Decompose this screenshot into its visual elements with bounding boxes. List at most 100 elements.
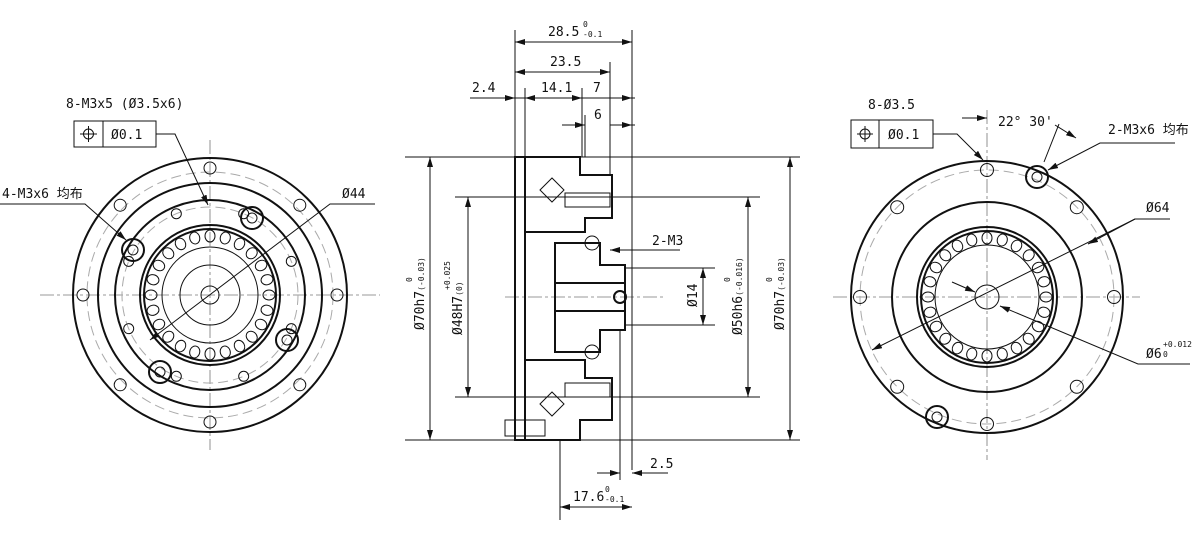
rear-view: 8-Ø3.5 Ø0.1 22° 30' 2-M3x6 均布 Ø64 Ø6 +0.…	[833, 98, 1192, 460]
bearing-ball	[921, 291, 935, 303]
bearing-ball	[923, 276, 937, 288]
bearing-ball	[981, 231, 993, 245]
mounting-hole	[76, 288, 90, 302]
rear-diameter-label: Ø64	[1146, 201, 1170, 216]
position-symbol-icon	[80, 126, 97, 142]
bearing-ball	[923, 306, 937, 318]
bearing-ball	[951, 341, 964, 355]
bearing-ball	[262, 289, 276, 301]
mounting-hole	[203, 415, 217, 429]
mounting-hole	[1069, 200, 1084, 215]
bearing-ball	[996, 233, 1008, 247]
length-17-6-tol-lower: -0.1	[605, 495, 624, 504]
bearing-balls	[144, 229, 276, 361]
thread-2m3-label: 2-M3	[652, 234, 683, 249]
length-6-dim: 6	[594, 108, 602, 123]
mounting-hole	[293, 198, 307, 212]
bearing-ball	[189, 345, 201, 359]
bearing-ball	[254, 259, 268, 272]
mounting-hole	[330, 288, 344, 302]
mounting-hole	[1107, 290, 1121, 304]
front-view: 8-M3x5 (Ø3.5x6) Ø0.1 4-M3x6 均布 Ø44	[0, 97, 380, 450]
outer-dia-left-tol-upper: 0	[405, 277, 414, 282]
rear-bore-tol-lower: 0	[1163, 350, 1168, 359]
bearing-ball	[966, 347, 978, 361]
bearing-ball	[233, 339, 246, 353]
bearing-ball	[219, 231, 231, 245]
bearing-ball	[929, 261, 943, 274]
mounting-hole	[285, 255, 297, 267]
bearing-ball	[996, 347, 1008, 361]
front-holes-label: 8-M3x5 (Ø3.5x6)	[66, 97, 183, 112]
bearing-ball	[1039, 291, 1053, 303]
length-2-4-dim: 2.4	[472, 81, 496, 96]
bearing-balls	[921, 231, 1053, 363]
bearing-ball	[162, 330, 175, 343]
bearing-ball	[204, 347, 216, 361]
mounting-hole	[238, 370, 250, 382]
bearing-ball	[245, 247, 258, 260]
position-tolerance-frame: Ø0.1	[850, 119, 934, 149]
bearing-ball	[204, 229, 216, 243]
bearing-ball	[254, 318, 268, 331]
mounting-hole	[980, 417, 994, 431]
rear-tolerance-value: Ø0.1	[888, 128, 919, 143]
mounting-hole	[113, 198, 127, 212]
bearing-ball	[152, 259, 166, 272]
bearing-ball	[146, 304, 160, 316]
angle-label: 22° 30'	[998, 115, 1053, 130]
front-tolerance-value: Ø0.1	[111, 128, 142, 143]
rear-bore-label: Ø6	[1146, 347, 1162, 362]
bearing-ball	[146, 274, 160, 286]
bearing-ball	[152, 318, 166, 331]
length-17-6-dim: 17.6	[573, 490, 604, 505]
outer-dia-right-dim: Ø70h7(-0.03)	[773, 257, 788, 330]
bearing-ball	[1010, 341, 1023, 355]
hex-screw-icon	[121, 206, 299, 384]
mounting-hole	[890, 200, 905, 215]
bearing-ball	[233, 237, 246, 251]
bearing-ball	[1031, 320, 1045, 333]
mounting-hole	[113, 378, 127, 392]
mounting-hole	[853, 290, 867, 304]
position-symbol-icon	[857, 126, 873, 142]
outer-dia-left-dim: Ø70h7(-0.03)	[413, 257, 428, 330]
bearing-ball	[245, 330, 258, 343]
outer-holes	[853, 163, 1121, 431]
bearing-ball	[144, 289, 158, 301]
bearing-ball	[929, 320, 943, 333]
bearing-ball	[260, 304, 274, 316]
length-17-6-tol-upper: 0	[605, 485, 610, 494]
bearing-ball	[981, 349, 993, 363]
mounting-hole	[980, 163, 994, 177]
length-14-1-dim: 14.1	[541, 81, 572, 96]
bearing-ball	[189, 231, 201, 245]
mounting-hole	[203, 161, 217, 175]
outer-holes	[76, 161, 344, 429]
front-threads-label: 4-M3x6 均布	[2, 187, 83, 202]
spigot-dia-tol-upper: 0	[723, 277, 732, 282]
shaft-dia-dim: Ø14	[686, 283, 701, 307]
spigot-dia-dim: Ø50h6(-0.016)	[731, 257, 746, 335]
mounting-hole	[890, 379, 905, 394]
rear-threads-label: 2-M3x6 均布	[1108, 123, 1189, 138]
bearing-ball	[174, 339, 187, 353]
bearing-ball	[1037, 276, 1051, 288]
bearing-ball	[1022, 332, 1035, 345]
bearing-ball	[1037, 306, 1051, 318]
overall-length-tol-lower: -0.1	[583, 30, 602, 39]
mounting-hole	[293, 378, 307, 392]
bearing-ball	[951, 239, 964, 253]
front-diameter-label: Ø44	[342, 187, 366, 202]
bearing-ball	[1022, 249, 1035, 262]
length-23-5-dim: 23.5	[550, 55, 581, 70]
bearing-ball	[162, 247, 175, 260]
mounting-hole	[123, 323, 135, 335]
bearing-ball	[1010, 239, 1023, 253]
bearing-ball	[174, 237, 187, 251]
overall-length-tol-upper: 0	[583, 20, 588, 29]
bearing-ball	[260, 274, 274, 286]
mounting-hole	[170, 208, 182, 220]
rear-bore-tol-upper: +0.012	[1163, 340, 1192, 349]
rear-holes-label: 8-Ø3.5	[868, 98, 915, 113]
